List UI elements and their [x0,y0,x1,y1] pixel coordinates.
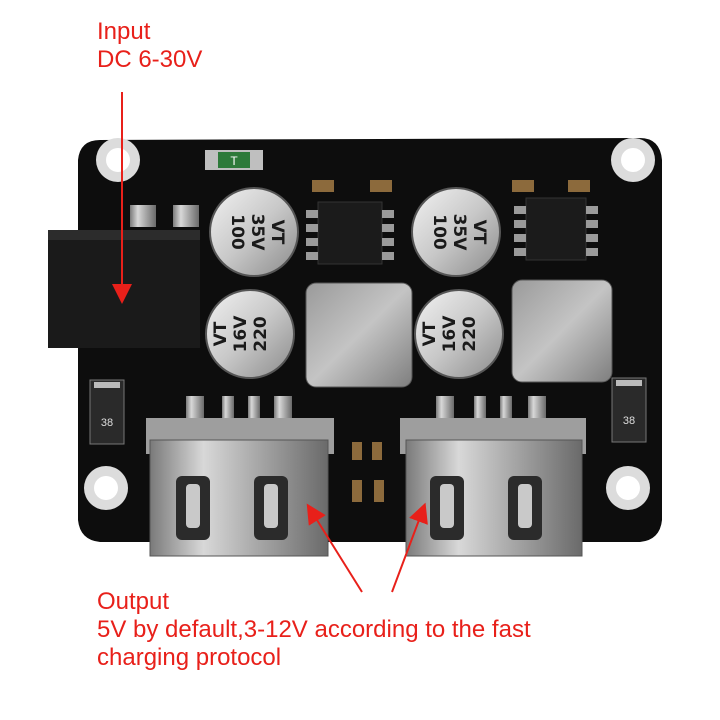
svg-text:VT: VT [420,321,440,346]
svg-text:220: 220 [460,316,480,352]
capacitor-left-bottom: 220 16V VT [205,289,295,379]
svg-text:35V: 35V [449,214,469,252]
led-label: T [230,154,238,168]
inductor-right [511,279,613,383]
annotation-arrows [112,92,428,593]
svg-text:100: 100 [429,214,449,250]
svg-text:16V: 16V [231,315,251,353]
svg-text:100: 100 [227,214,247,250]
input-annotation: Input DC 6-30V [97,18,202,74]
capacitor-right-top: 100 35V VT [411,187,501,277]
usb-port-right [400,396,586,557]
svg-text:38: 38 [101,417,113,429]
output-annotation: Output 5V by default,3-12V according to … [97,588,531,672]
diode-left: 38 [89,379,125,445]
mounting-holes [84,138,655,510]
smd-middle [352,442,384,502]
output-annotation-desc: 5V by default,3-12V according to the fas… [97,616,531,643]
output-arrow-left [306,503,363,593]
svg-text:220: 220 [251,316,271,352]
svg-text:16V: 16V [440,315,460,353]
svg-text:35V: 35V [247,214,267,252]
svg-text:VT: VT [211,321,231,346]
svg-text:VT: VT [267,220,287,245]
output-annotation-title: Output [97,588,170,615]
output-arrow-right [391,502,428,593]
input-annotation-voltage: DC 6-30V [97,46,203,73]
ic-left [306,201,394,265]
svg-text:38: 38 [623,415,635,427]
status-led: T [205,150,263,170]
input-annotation-title: Input [97,18,151,45]
smd-resistors [312,180,590,192]
ic-right [514,197,598,261]
diode-right: 38 [611,377,647,443]
capacitor-left-top: 100 35V VT [209,187,299,277]
output-annotation-desc-2: charging protocol [97,644,282,671]
capacitor-right-bottom: 220 16V VT [414,289,504,379]
svg-text:VT: VT [469,220,489,245]
usb-port-left [146,396,334,557]
inductor-left [305,282,413,388]
